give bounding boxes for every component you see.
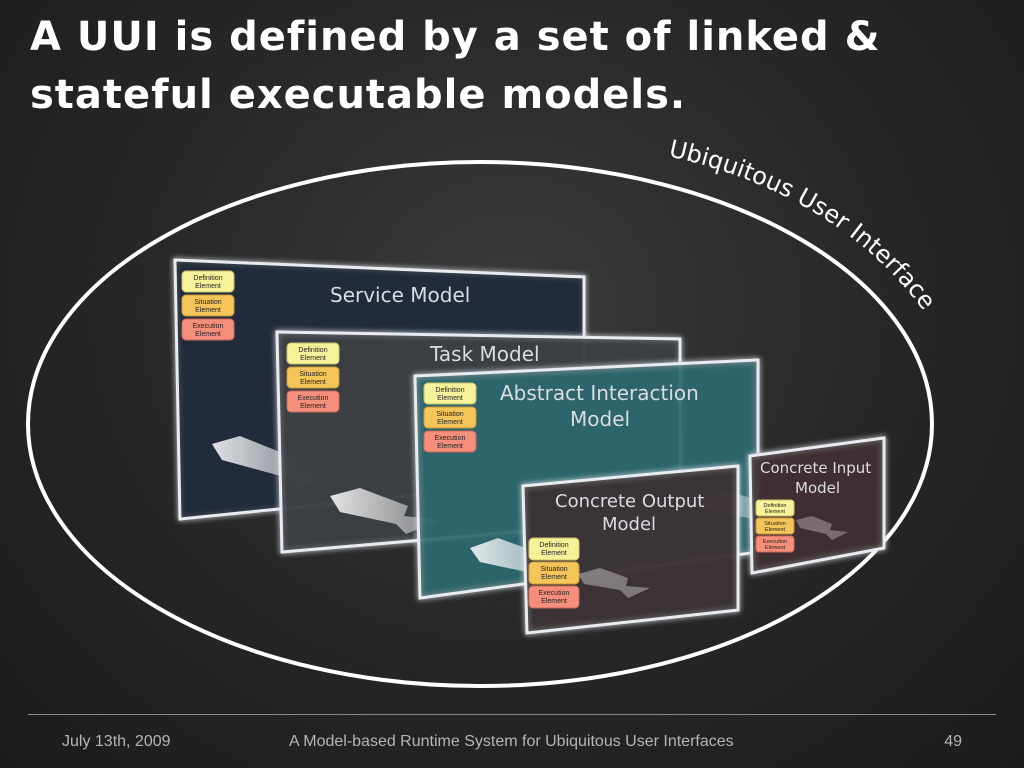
output-definition-label-1: Definition — [539, 542, 568, 549]
input-situation-label-2: Element — [765, 527, 786, 533]
footer-date: July 13th, 2009 — [62, 733, 171, 750]
flow-arrow-task-abstract — [330, 488, 440, 534]
output-situation-element: Situation Element — [528, 561, 580, 585]
output-definition-label-2: Element — [541, 550, 567, 557]
flow-arrow-input-inner — [796, 516, 848, 540]
abstract-interaction-model-title: Abstract Interaction Model — [500, 381, 705, 431]
footer-presentation-title: A Model-based Runtime System for Ubiquit… — [289, 733, 734, 750]
service-definition-element: Definition Element — [181, 270, 235, 293]
task-situation-element: Situation Element — [286, 366, 340, 389]
service-execution-element: Execution Element — [181, 318, 235, 341]
output-situation-label-2: Element — [541, 574, 567, 581]
input-definition-label-1: Definition — [764, 503, 787, 509]
abstract-definition-label-2: Element — [437, 395, 463, 402]
abstract-situation-element: Situation Element — [423, 406, 477, 429]
input-title-line-1: Concrete Input — [760, 459, 871, 477]
slide-title-line-1: A UUI is defined by a set of linked & — [30, 14, 881, 60]
task-execution-label-1: Execution — [298, 395, 329, 402]
abstract-execution-label-1: Execution — [435, 435, 466, 442]
abstract-definition-element: Definition Element — [423, 382, 477, 405]
output-situation-label-1: Situation — [540, 566, 567, 573]
service-definition-label-2: Element — [195, 283, 221, 290]
task-definition-label-1: Definition — [298, 347, 327, 354]
input-execution-label-2: Element — [765, 545, 786, 551]
service-execution-label-2: Element — [195, 331, 221, 338]
output-execution-element: Execution Element — [528, 585, 580, 609]
task-execution-label-2: Element — [300, 403, 326, 410]
task-model-title: Task Model — [429, 342, 540, 366]
footer-page-number: 49 — [944, 733, 962, 750]
input-situation-label-1: Situation — [764, 521, 785, 527]
task-model-title-line: Task Model — [429, 342, 540, 366]
abstract-definition-label-1: Definition — [435, 387, 464, 394]
service-model-title-line: Service Model — [330, 283, 470, 307]
abstract-situation-label-2: Element — [437, 419, 463, 426]
concrete-input-model-title: Concrete Input Model — [760, 459, 876, 497]
service-definition-label-1: Definition — [193, 275, 222, 282]
abstract-title-line-2: Model — [570, 407, 630, 431]
abstract-situation-label-1: Situation — [436, 411, 463, 418]
output-execution-label-2: Element — [541, 598, 567, 605]
input-definition-element: Definition Element — [755, 499, 795, 517]
input-execution-label-1: Execution — [763, 539, 787, 545]
uui-ellipse — [26, 160, 934, 688]
task-definition-label-2: Element — [300, 355, 326, 362]
concrete-output-model-panel: Concrete Output Model Definition Element… — [521, 464, 740, 635]
ubiquitous-user-interface-label: Ubiquitous User Interface — [667, 135, 942, 315]
input-situation-element: Situation Element — [755, 517, 795, 535]
task-situation-label-2: Element — [300, 379, 326, 386]
abstract-title-line-1: Abstract Interaction — [500, 381, 699, 405]
input-title-line-2: Model — [795, 479, 840, 497]
ubiquitous-user-interface-text: Ubiquitous User Interface — [667, 135, 942, 315]
service-execution-label-1: Execution — [193, 323, 224, 330]
output-title-line-1: Concrete Output — [555, 491, 704, 512]
input-execution-element: Execution Element — [755, 535, 795, 553]
abstract-execution-element: Execution Element — [423, 430, 477, 453]
service-situation-element: Situation Element — [181, 294, 235, 317]
task-execution-element: Execution Element — [286, 390, 340, 413]
task-situation-label-1: Situation — [299, 371, 326, 378]
output-execution-label-1: Execution — [539, 590, 570, 597]
input-definition-label-2: Element — [765, 509, 786, 515]
output-definition-element: Definition Element — [528, 537, 580, 561]
slide-title-line-2: stateful executable models. — [30, 72, 687, 118]
task-definition-element: Definition Element — [286, 342, 340, 365]
service-model-title: Service Model — [330, 283, 470, 307]
abstract-execution-label-2: Element — [437, 443, 463, 450]
output-title-line-2: Model — [602, 514, 656, 535]
flow-arrow-output-inner — [578, 568, 650, 598]
slide-title: A UUI is defined by a set of linked & st… — [30, 8, 990, 124]
footer-divider — [28, 714, 996, 715]
service-situation-label-2: Element — [195, 307, 221, 314]
concrete-input-model-panel: Concrete Input Model Definition Element … — [748, 436, 886, 575]
concrete-output-model-title: Concrete Output Model — [555, 491, 710, 535]
service-situation-label-1: Situation — [194, 299, 221, 306]
